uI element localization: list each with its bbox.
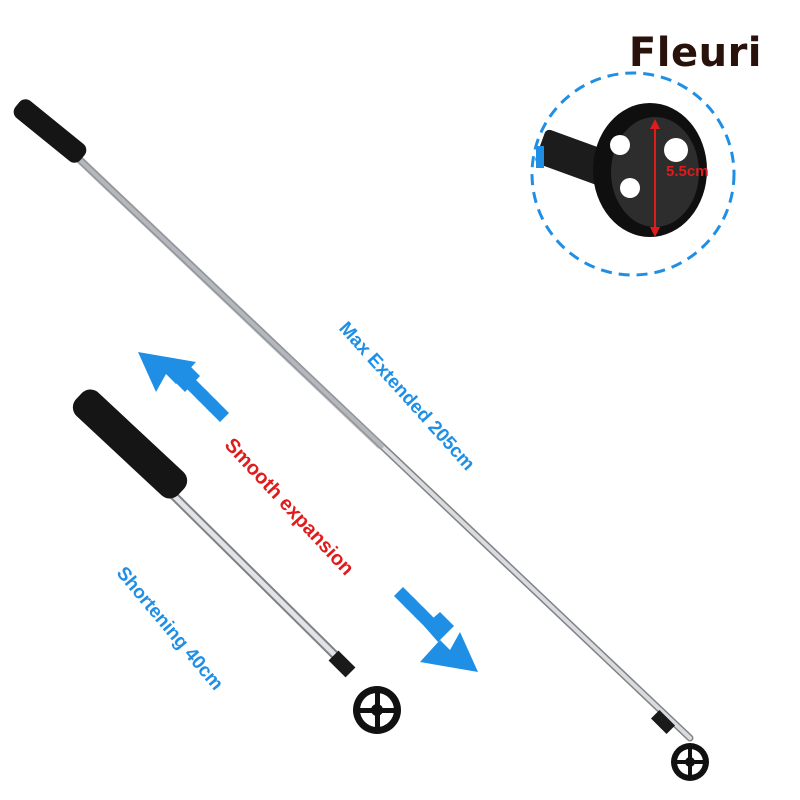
extended-handle (13, 99, 87, 163)
cup-diameter-label: 5.5cm (666, 163, 709, 180)
down-right-arrow-icon (394, 587, 478, 672)
extended-cup-icon (650, 709, 709, 781)
up-left-arrow-icon (138, 352, 229, 422)
short-handle (72, 389, 188, 499)
inset-detail (530, 71, 736, 277)
brand-logo: Fleuri (628, 30, 762, 76)
short-pole (72, 389, 401, 734)
extended-pole (13, 99, 709, 781)
short-cup-icon (328, 650, 401, 734)
